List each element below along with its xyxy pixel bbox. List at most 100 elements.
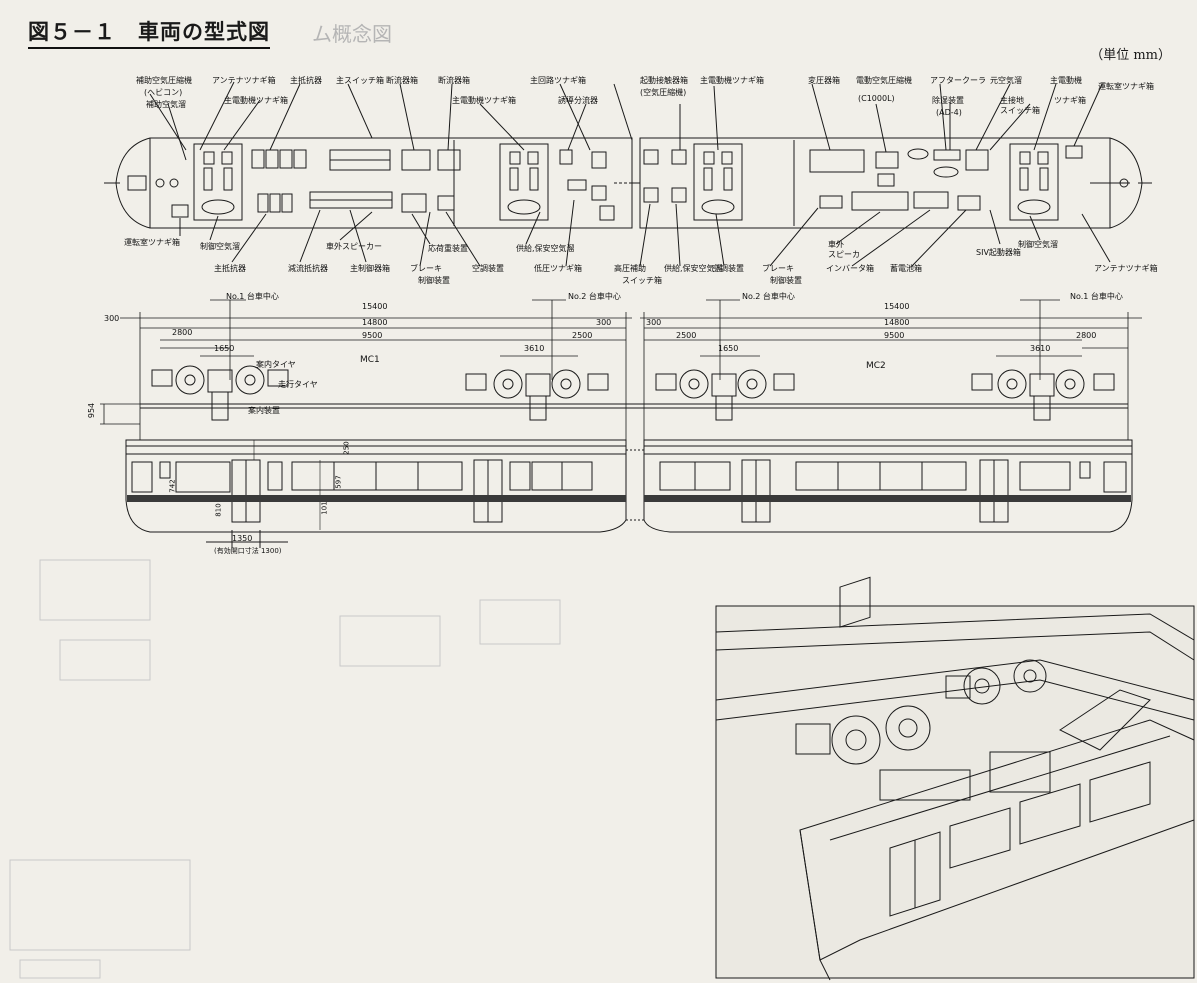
label-breaker-box-1: 断流器箱 [386,76,418,85]
label-motor-box-4: 主電動機 [1050,76,1082,85]
label-motor-box-4-sub: ツナギ箱 [1054,96,1086,105]
label-transformer-box: 変圧器箱 [808,76,840,85]
label-hv-aux-switch: 高圧補助 [614,264,646,273]
dim-300-center-right: 300 [646,318,662,327]
plan-bogie-3 [693,143,743,221]
figure-title: 図５－１ 車両の型式図 [28,16,270,49]
label-main-reservoir: 元空気溜 [990,76,1022,85]
label-outer-speaker-2: 車外 [828,240,844,249]
label-motor-box-3: 主電動機ツナギ箱 [700,76,764,85]
dim-810: 810 [214,503,223,517]
car-body-mc2 [643,439,1133,533]
label-bogie-center-4: No.1 台車中心 [1070,292,1123,301]
dim-250: 250 [342,441,351,455]
plan-bogie-4 [1009,143,1059,221]
label-guide-tire: 案内タイヤ [256,360,296,369]
label-car-mc2: MC2 [866,361,886,371]
label-battery-box: 蓄電池箱 [890,264,922,273]
label-ground-switch: 主接地 [1000,96,1024,105]
label-aux-air-reservoir: 補助空気溜 [146,100,186,109]
unit-label: （単位 mm） [1090,48,1171,63]
label-antenna-box-1: アンテナツナギ箱 [212,76,276,85]
dim-954: 954 [87,402,97,419]
dim-300-center-left: 300 [596,318,612,327]
dim-15400-left: 15400 [362,302,388,311]
label-aux-compressor: 補助空気圧縮機 [136,76,192,85]
label-current-limit-resistor: 減流抵抗器 [288,264,328,273]
dim-1300: (有効開口寸法 1300) [214,547,282,555]
label-cab-box-right: 運転室ツナギ箱 [1098,82,1154,91]
label-electric-compressor-sub: (C1000L) [858,94,895,103]
dim-9500-left: 9500 [362,331,383,340]
label-aux-compressor-sub: (ヘビコン) [144,88,183,97]
dim-14800-right: 14800 [884,318,910,327]
label-guide-device: 案内装置 [248,406,280,415]
dim-2800-right: 2800 [1076,331,1097,340]
dim-101: 101 [320,501,329,515]
belt-stripe-mc2 [644,495,1131,502]
dim-597: 597 [334,475,343,489]
label-ground-switch-sub: スイッチ箱 [1000,106,1040,115]
dim-3610-left: 3610 [524,344,545,353]
label-low-voltage-box: 低圧ツナギ箱 [534,264,582,273]
side-elevation [125,439,1133,548]
label-shunt: 誘導分流器 [558,96,598,105]
label-bogie-center-3: No.2 台車中心 [742,292,795,301]
figure-title-ghost: ム概念図 [312,22,392,46]
belt-stripe-mc1 [127,495,626,502]
label-starter-contactor-sub: (空気圧縮機) [640,88,687,97]
label-control-reservoir-2: 制御空気溜 [1018,240,1058,249]
label-electric-compressor: 電動空気圧縮機 [856,76,912,85]
plan-car-mc1 [115,137,633,229]
label-main-resistor-2: 主抵抗器 [214,264,246,273]
label-brake-1-sub: 制御装置 [418,276,450,285]
label-supply-reservoir-2: 供給,保安空気溜 [664,264,723,273]
label-outer-speaker-2-sub: スピーカ [828,250,860,259]
label-load-device: 応荷重装置 [428,244,468,253]
label-dehumidifier: 除湿装置 [932,96,964,105]
label-aftercooler: アフタークーラ [930,76,986,85]
label-cab-box-left: 運転室ツナギ箱 [124,238,180,247]
label-control-reservoir-1: 制御空気溜 [200,242,240,251]
dimension-lines [100,299,1142,440]
dim-2500-left: 2500 [572,331,593,340]
dim-2500-right: 2500 [676,331,697,340]
label-siv-starter: SIV起動器箱 [976,248,1021,257]
label-supply-reservoir-1: 供給,保安空気溜 [516,244,575,253]
label-main-circuit-box: 主回路ツナギ箱 [530,76,586,85]
label-antenna-box-2: アンテナツナギ箱 [1094,264,1158,273]
side-bogie-2 [465,369,609,421]
label-inverter-box: インバータ箱 [826,264,874,273]
side-bogies [140,365,1128,421]
label-brake-1: ブレーキ [410,264,442,273]
plan-bogie-2 [499,143,549,221]
label-outer-speaker: 車外スピーカー [326,242,382,251]
label-main-switch-box: 主スイッチ箱 [336,76,384,85]
dim-1650-right: 1650 [718,344,739,353]
side-bogie-4 [971,369,1115,421]
label-hv-aux-switch-sub: スイッチ箱 [622,276,662,285]
dim-3610-right: 3610 [1030,344,1051,353]
label-brake-2: ブレーキ [762,264,794,273]
label-starter-contactor: 起動接触器箱 [640,76,688,85]
label-car-mc1: MC1 [360,355,380,365]
side-bogie-1 [151,365,289,421]
dim-300-left: 300 [104,314,120,323]
label-bogie-center-2: No.2 台車中心 [568,292,621,301]
dim-15400-right: 15400 [884,302,910,311]
label-bogie-center-1: No.1 台車中心 [226,292,279,301]
label-motor-box-2: 主電動機ツナギ箱 [452,96,516,105]
label-brake-2-sub: 制御装置 [770,276,802,285]
plan-bogie-1 [193,143,243,221]
dim-1350: 1350 [232,534,253,543]
label-hvac-2: 空調装置 [712,264,744,273]
label-running-tire: 走行タイヤ [278,380,318,389]
dim-742: 742 [168,479,177,493]
plan-view [104,81,1152,267]
dim-9500-right: 9500 [884,331,905,340]
label-hvac-1: 空調装置 [472,264,504,273]
label-main-controller: 主制御器箱 [350,264,390,273]
dim-1650-left: 1650 [214,344,235,353]
dim-2800-left: 2800 [172,328,193,337]
